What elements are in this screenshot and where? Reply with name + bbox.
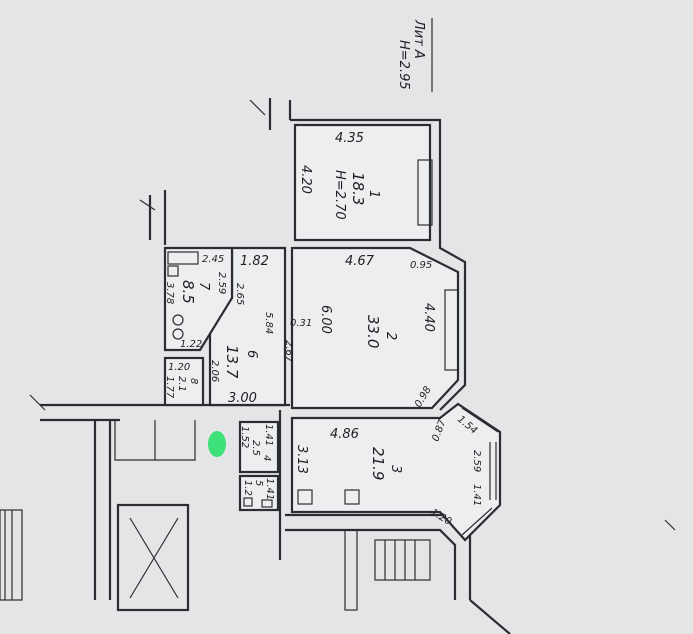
walls xyxy=(0,98,676,634)
room-6-number: 6 xyxy=(244,350,259,358)
room-6: 1.82 2.65 5.84 6 13.7 2.06 3.00 xyxy=(208,246,287,407)
room-1-area: 18.3 xyxy=(349,172,367,205)
room-2-dim-right: 4.40 xyxy=(421,303,436,332)
room-7-dim-c: 1.22 xyxy=(180,339,202,350)
room-6-dim-top: 1.82 xyxy=(240,254,269,269)
height-label: H=2.95 xyxy=(396,40,411,90)
sink-icon xyxy=(167,265,179,277)
room-7-dim-top: 2.45 xyxy=(202,254,224,265)
room-4-dim-a: 1.41 xyxy=(263,424,274,446)
room-4-dim-b: 1.52 xyxy=(239,426,250,448)
room-8-area: 2.1 xyxy=(176,376,187,392)
room-6-dim-b: 2.06 xyxy=(209,360,220,382)
room-7-dim-a: 2.59 xyxy=(216,272,227,294)
room-3-dim-top: 4.86 xyxy=(330,427,359,442)
room-6-area: 13.7 xyxy=(223,345,241,379)
stair-left xyxy=(0,509,23,601)
room-2-number: 2 xyxy=(383,332,398,340)
plan-header: Лит А H=2.95 xyxy=(396,18,433,92)
bathtub-icon xyxy=(167,251,199,265)
room-1-dim-side: 4.20 xyxy=(298,165,313,194)
room-2-dim-a: 0.31 xyxy=(290,318,312,329)
room-2-dim-b: 2.67 xyxy=(283,340,294,363)
room-6-dim-length: 5.84 xyxy=(263,312,274,334)
room-3-area: 21.9 xyxy=(369,447,387,480)
room-3-dim-c3: 2.59 xyxy=(471,450,482,472)
room-7-number: 7 xyxy=(196,282,211,291)
room-2-area: 33.0 xyxy=(364,315,382,348)
room-2-dim-corner1: 0.95 xyxy=(410,260,432,271)
window xyxy=(444,289,459,371)
lit-label: Лит А xyxy=(411,19,426,59)
room-8: 1.20 8 2.1 1.77 xyxy=(163,356,205,407)
room-1-number: 1 xyxy=(366,190,381,198)
room-3: 4.86 3.13 3 21.9 0.87 1.54 2.59 1.41 1.2… xyxy=(290,402,502,542)
room-3-number: 3 xyxy=(388,465,403,473)
stairs xyxy=(374,539,431,581)
room-5-number: 5 xyxy=(253,480,264,486)
room-6-dim-bottom: 3.00 xyxy=(228,391,257,406)
toilet-icon xyxy=(172,314,184,326)
room-1-height: H=2.70 xyxy=(332,170,347,220)
sink-icon xyxy=(261,499,273,508)
room-2-dim-top: 4.67 xyxy=(345,254,375,269)
room-5-dim-a: 1.41 xyxy=(264,478,275,500)
elevator-shaft xyxy=(116,503,190,612)
room-5-area: 1.2 xyxy=(242,480,253,496)
room-6-dim-a: 2.65 xyxy=(234,283,245,305)
toilet-icon xyxy=(243,497,253,507)
room-4: 1.41 4 2.5 1.52 xyxy=(238,420,280,474)
stove-icon xyxy=(344,489,360,505)
room-2-dim-length: 6.00 xyxy=(318,305,333,334)
room-1: 4.35 4.20 1 18.3 H=2.70 xyxy=(293,123,433,242)
room-8-dim-b: 1.77 xyxy=(164,376,175,399)
room-7: 2.45 2.59 7 8.5 3.78 1.22 xyxy=(163,246,234,352)
room-4-area: 2.5 xyxy=(250,440,261,456)
room-7-area: 8.5 xyxy=(179,280,197,304)
room-2: 4.67 0.95 4.40 6.00 2 33.0 0.98 0.31 2.6… xyxy=(283,246,460,410)
room-4-number: 4 xyxy=(261,455,272,461)
window xyxy=(417,159,433,226)
bidet-icon xyxy=(172,328,184,340)
room-3-dim-c4: 1.41 xyxy=(471,484,482,506)
room-3-dim-left: 3.13 xyxy=(294,445,309,474)
room-7-dim-b: 3.78 xyxy=(164,282,175,304)
green-marker xyxy=(208,431,226,457)
room-8-dim-a: 1.20 xyxy=(168,362,190,373)
room-1-dim-top: 4.35 xyxy=(335,131,364,146)
room-8-number: 8 xyxy=(188,378,199,384)
sink-icon xyxy=(297,489,313,505)
room-5: 1.41 5 1.2 xyxy=(238,474,280,512)
